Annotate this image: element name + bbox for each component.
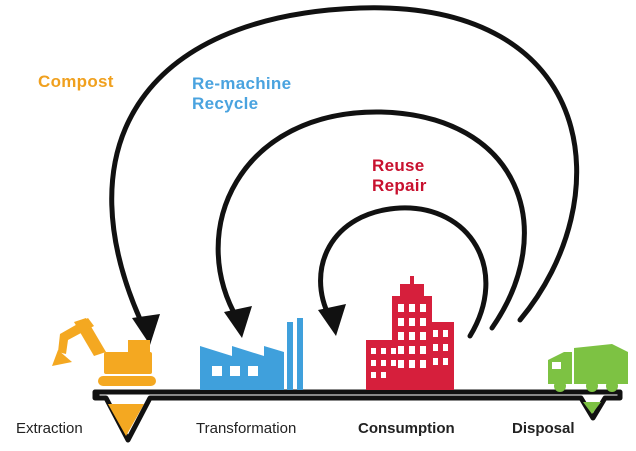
recycle-loop-arrow	[215, 109, 527, 338]
compost-loop-arrow	[109, 5, 580, 345]
garbage-truck-icon	[548, 344, 628, 392]
stage-transformation: Transformation	[196, 420, 297, 437]
remachine-text: Re-machine	[192, 74, 292, 93]
repair-text: Repair	[372, 176, 427, 195]
reuse-repair-label: Reuse Repair	[372, 156, 427, 196]
reuse-loop-arrow	[318, 205, 489, 339]
stage-disposal: Disposal	[512, 420, 575, 437]
remachine-recycle-label: Re-machine Recycle	[192, 74, 291, 114]
stage-consumption: Consumption	[358, 420, 455, 437]
excavator-icon	[52, 318, 156, 386]
city-buildings-icon	[366, 276, 454, 390]
factory-icon	[200, 318, 303, 390]
extraction-triangle	[108, 404, 144, 436]
compost-text: Compost	[38, 72, 114, 91]
recycle-text: Recycle	[192, 94, 259, 113]
pipeline-bar	[92, 389, 623, 443]
reuse-text: Reuse	[372, 156, 425, 175]
stage-extraction: Extraction	[16, 420, 83, 437]
compost-label: Compost	[38, 72, 114, 92]
disposal-triangle	[583, 402, 601, 414]
